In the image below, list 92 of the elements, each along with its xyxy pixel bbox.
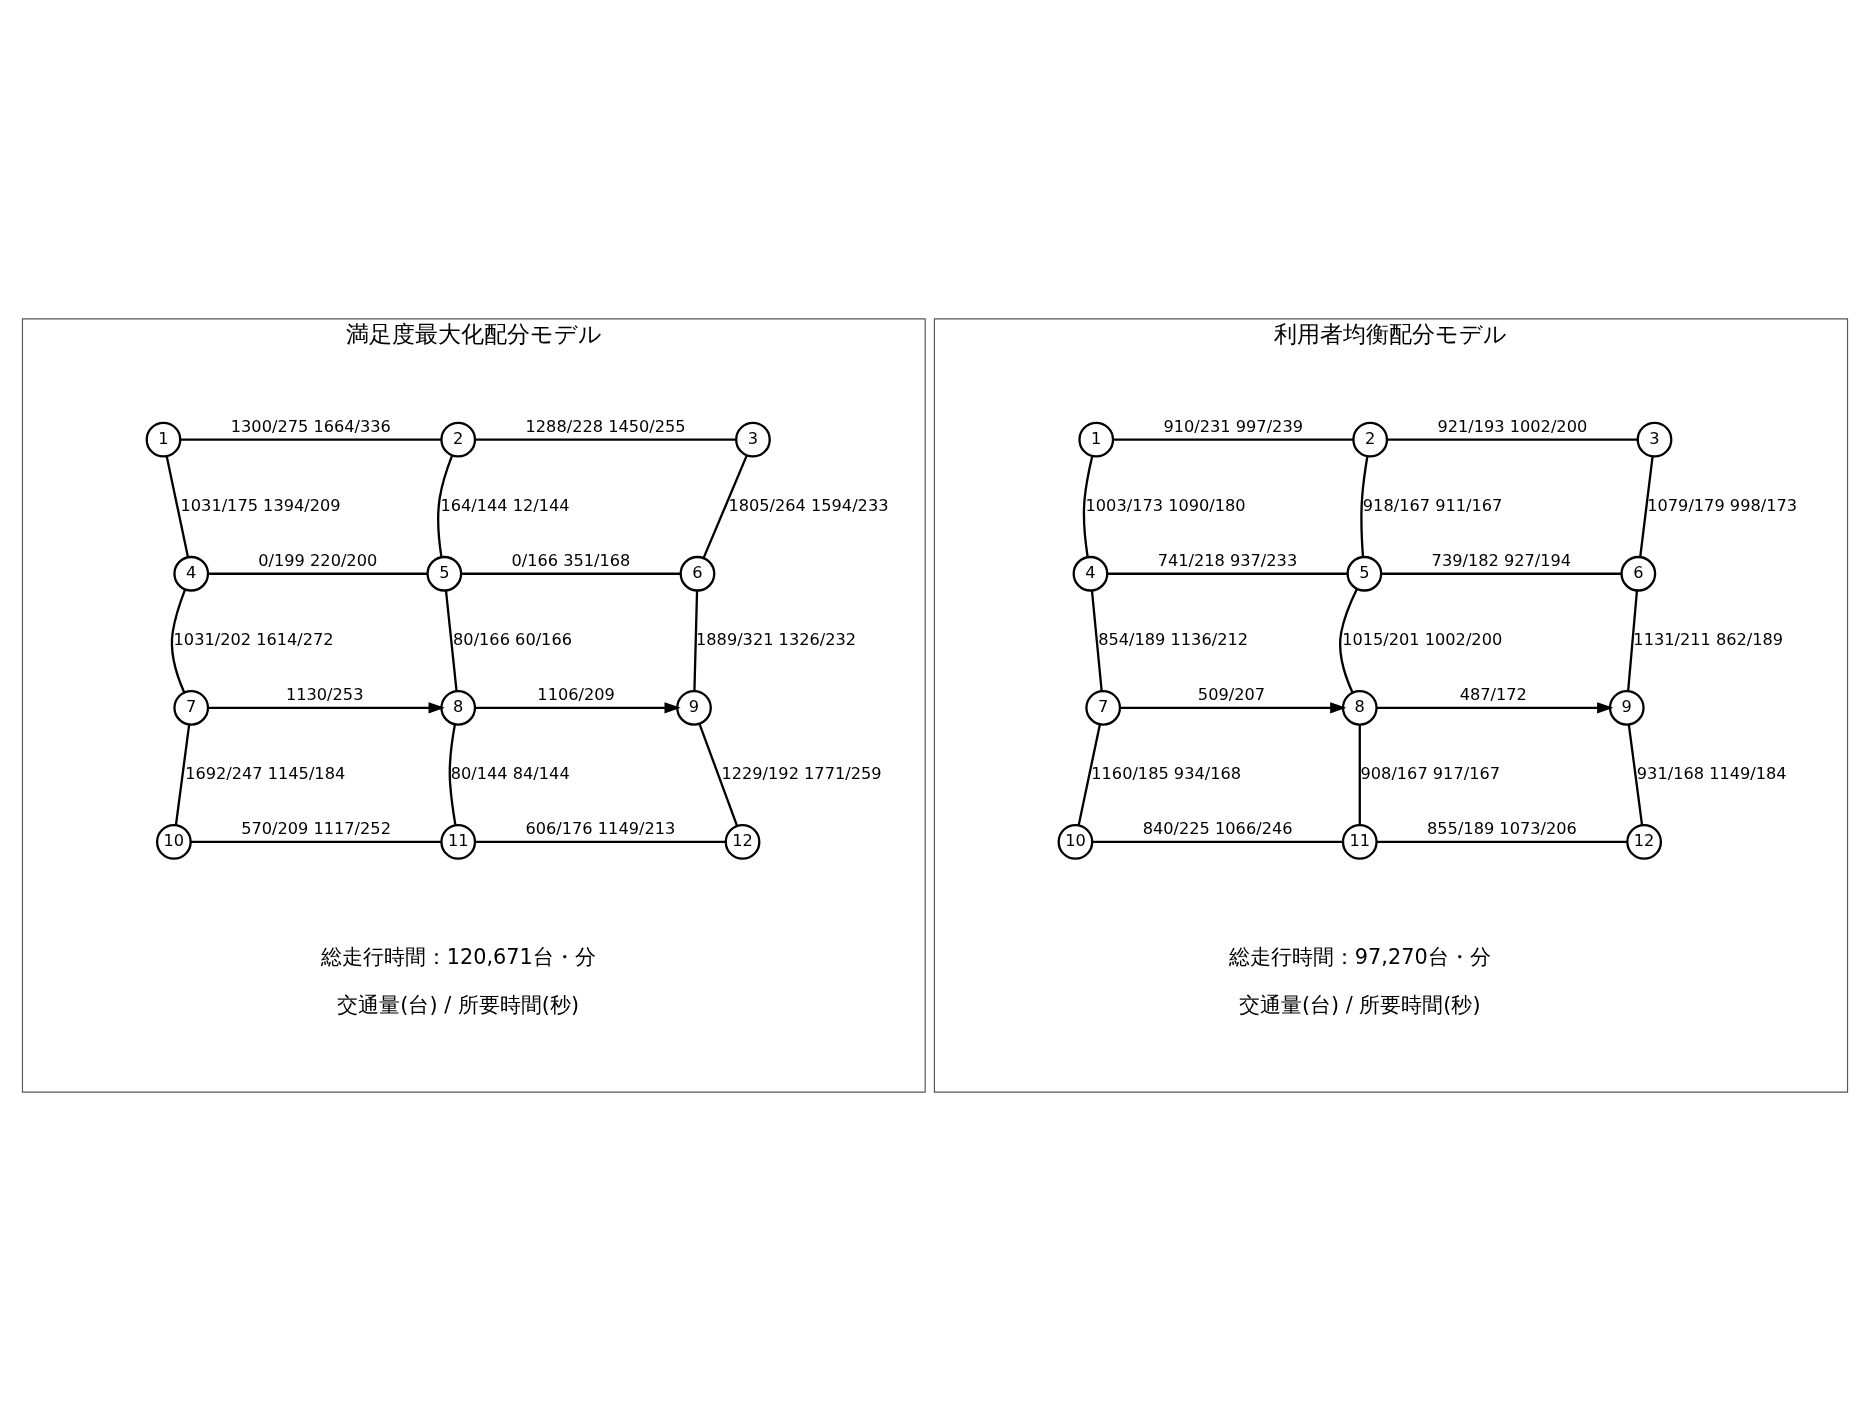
edge-label: 1805/264 1594/233: [728, 495, 889, 515]
connector: [1107, 572, 1348, 575]
arrow: [1120, 702, 1347, 714]
arrow: [475, 702, 681, 714]
edge-label: 1031/202 1614/272: [173, 630, 334, 650]
edge-label: 80/144 84/144: [450, 764, 570, 784]
edge-label: 1229/192 1771/259: [721, 764, 882, 784]
connector: [448, 724, 457, 826]
node-circle: 3: [735, 421, 771, 458]
connector: [1082, 455, 1094, 558]
node-circle: 9: [1608, 689, 1645, 726]
edge-label: 1692/247 1145/184: [185, 764, 346, 784]
connector: [1381, 572, 1622, 575]
connector: [1339, 588, 1358, 693]
connector: [1627, 590, 1639, 692]
node-circle: 2: [1352, 421, 1389, 458]
connector: [461, 572, 681, 575]
edge-label: 910/231 997/239: [1163, 416, 1303, 436]
node-circle: 5: [426, 555, 463, 592]
connector: [475, 438, 737, 441]
connector: [165, 456, 190, 558]
node-circle: 5: [1346, 555, 1383, 592]
node-circle: 2: [440, 421, 477, 458]
edge-label: 854/189 1136/212: [1098, 630, 1248, 650]
edge-label: 487/172: [1459, 684, 1527, 704]
edge-label: 739/182 927/194: [1431, 550, 1572, 570]
arrow: [1376, 702, 1614, 714]
arrow: [208, 702, 445, 714]
connector: [1090, 590, 1103, 692]
edge-label: 80/166 60/166: [453, 630, 573, 650]
edge-label: 918/167 911/167: [1362, 495, 1503, 515]
edge-label: 908/167 917/167: [1360, 764, 1501, 784]
connector: [698, 723, 739, 827]
connector: [190, 840, 442, 844]
edge-label: 1079/179 998/173: [1647, 495, 1798, 515]
edge-label: 0/166 351/168: [511, 550, 631, 570]
node-circle: 12: [1626, 823, 1663, 860]
edge-label: 509/207: [1197, 684, 1266, 704]
connector: [1387, 438, 1638, 441]
connector: [437, 455, 454, 558]
connector: [702, 454, 748, 559]
node-circle: 10: [155, 823, 192, 860]
edge-label: 1300/275 1664/336: [230, 416, 391, 436]
connector: [1113, 438, 1354, 441]
node-circle: 7: [1085, 689, 1122, 726]
node-circle: 6: [1620, 555, 1657, 592]
node-circle: 3: [1636, 421, 1673, 458]
edge-label: 840/225 1066/246: [1142, 819, 1293, 839]
connector: [1077, 724, 1101, 826]
edge-label: 1889/321 1326/232: [696, 630, 857, 650]
connector: [1358, 724, 1361, 826]
edge-label: 741/218 937/233: [1157, 550, 1298, 570]
connector: [1639, 456, 1654, 558]
connector: [1360, 456, 1369, 557]
node-circle: 4: [1072, 555, 1109, 592]
edge-label: 931/168 1149/184: [1636, 764, 1787, 784]
edge-label: 164/144 12/144: [440, 495, 570, 515]
edge-label: 1031/175 1394/209: [180, 495, 341, 515]
edge-label: 1160/185 934/168: [1091, 764, 1242, 784]
edge-label: 1106/209: [537, 684, 615, 704]
connector: [444, 590, 458, 692]
node-circle: 8: [440, 689, 477, 726]
node-circle: 10: [1057, 823, 1094, 860]
connector: [174, 724, 191, 826]
connector: [208, 572, 428, 575]
edge-label: 921/193 1002/200: [1437, 416, 1588, 436]
connector: [180, 438, 442, 441]
edge-label: 570/209 1117/252: [241, 819, 391, 839]
node-circle: 7: [173, 689, 210, 726]
node-circle: 1: [145, 421, 182, 458]
edge-label: 1015/201 1002/200: [1342, 630, 1503, 650]
connector: [475, 840, 726, 844]
edge-label: 1131/211 862/189: [1633, 630, 1784, 650]
node-circle: 8: [1341, 689, 1378, 726]
edge-label: 855/189 1073/206: [1427, 819, 1577, 839]
edge-label: 1288/228 1450/255: [525, 416, 686, 436]
connector: [1376, 840, 1628, 844]
node-circle: 9: [676, 689, 712, 726]
edge-label: 606/176 1149/213: [525, 819, 676, 839]
node-circle: 12: [724, 823, 761, 860]
connector: [170, 589, 187, 693]
connector: [1092, 840, 1343, 844]
node-circle: 1: [1078, 421, 1115, 458]
node-circle: 6: [679, 555, 716, 592]
node-circle: 11: [1341, 823, 1378, 860]
edge-label: 1130/253: [285, 684, 364, 704]
edge-label: 0/199 220/200: [258, 550, 378, 570]
connector: [693, 590, 699, 692]
connector: [1627, 724, 1644, 826]
node-circle: 4: [173, 555, 210, 592]
edge-label: 1003/173 1090/180: [1085, 495, 1246, 515]
node-circle: 11: [440, 823, 477, 860]
